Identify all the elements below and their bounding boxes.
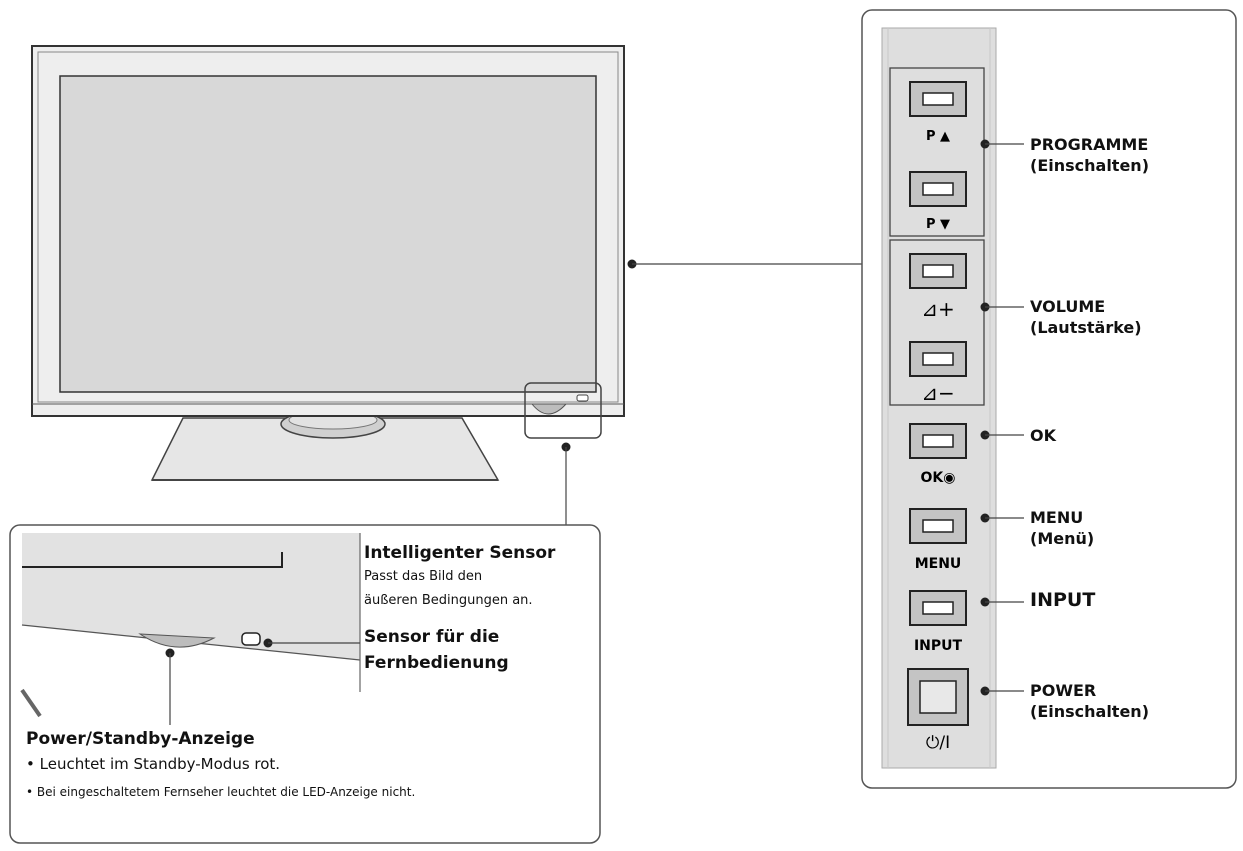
- caption-power: ⏻/I: [926, 733, 950, 753]
- button-power[interactable]: [907, 668, 969, 726]
- label-power-line1: POWER: [1030, 681, 1097, 700]
- caption-p-up: P ▲: [926, 129, 950, 144]
- label-input-line1: INPUT: [1030, 589, 1096, 611]
- tv-set: [31, 45, 862, 525]
- control-strip: [881, 27, 997, 769]
- caption-volume-up: ⊿+: [921, 297, 955, 321]
- zoomed-sensor: [241, 632, 261, 646]
- intelligent-sensor-title: Intelligenter Sensor: [364, 543, 556, 563]
- intelligent-sensor-line1: Passt das Bild den: [364, 569, 483, 584]
- button-volume-up[interactable]: [909, 253, 967, 289]
- power-indicator-title: Power/Standby-Anzeige: [26, 729, 255, 749]
- button-input[interactable]: [909, 590, 967, 626]
- power-indicator-bullet-1: • Leuchtet im Standby-Modus rot.: [26, 755, 281, 773]
- label-volume: VOLUME (Lautstärke): [1030, 296, 1142, 338]
- intelligent-sensor-line2: äußeren Bedingungen an.: [364, 593, 533, 608]
- caption-menu: MENU: [915, 556, 962, 572]
- button-volume-down[interactable]: [909, 341, 967, 377]
- button-p-up[interactable]: [909, 81, 967, 117]
- label-power: POWER (Einschalten): [1030, 680, 1149, 722]
- button-menu[interactable]: [909, 508, 967, 544]
- button-ok[interactable]: [909, 423, 967, 459]
- remote-sensor-line1: Sensor für die: [364, 627, 500, 647]
- label-volume-line1: VOLUME: [1030, 297, 1106, 316]
- caption-p-down: P ▼: [926, 217, 950, 232]
- power-indicator-bullet-2: • Bei eingeschaltetem Fernseher leuchtet…: [26, 785, 416, 799]
- caption-ok: OK◉: [921, 470, 956, 486]
- caption-input: INPUT: [914, 638, 963, 654]
- tv-screen: [59, 75, 597, 393]
- zoomed-tv-detail: [20, 533, 361, 725]
- label-programme-line1: PROGRAMME: [1030, 135, 1149, 154]
- label-ok-line1: OK: [1030, 426, 1056, 445]
- panel-leaders: [980, 139, 1024, 696]
- label-menu: MENU (Menü): [1030, 507, 1094, 549]
- label-menu-line1: MENU: [1030, 508, 1084, 527]
- remote-sensor-line2: Fernbedienung: [364, 653, 509, 673]
- label-power-line2: (Einschalten): [1030, 702, 1149, 721]
- sensor-highlight-box: [524, 382, 602, 439]
- label-menu-line2: (Menü): [1030, 529, 1095, 548]
- label-input: INPUT: [1030, 590, 1095, 611]
- button-p-down[interactable]: [909, 171, 967, 207]
- label-programme: PROGRAMME (Einschalten): [1030, 134, 1149, 176]
- caption-volume-down: ⊿−: [921, 381, 955, 405]
- label-ok: OK: [1030, 425, 1056, 446]
- label-programme-line2: (Einschalten): [1030, 156, 1149, 175]
- tv-sensor-led: [576, 394, 589, 402]
- programme-group: [889, 67, 985, 237]
- volume-group: [889, 239, 985, 406]
- label-volume-line2: (Lautstärke): [1030, 318, 1142, 337]
